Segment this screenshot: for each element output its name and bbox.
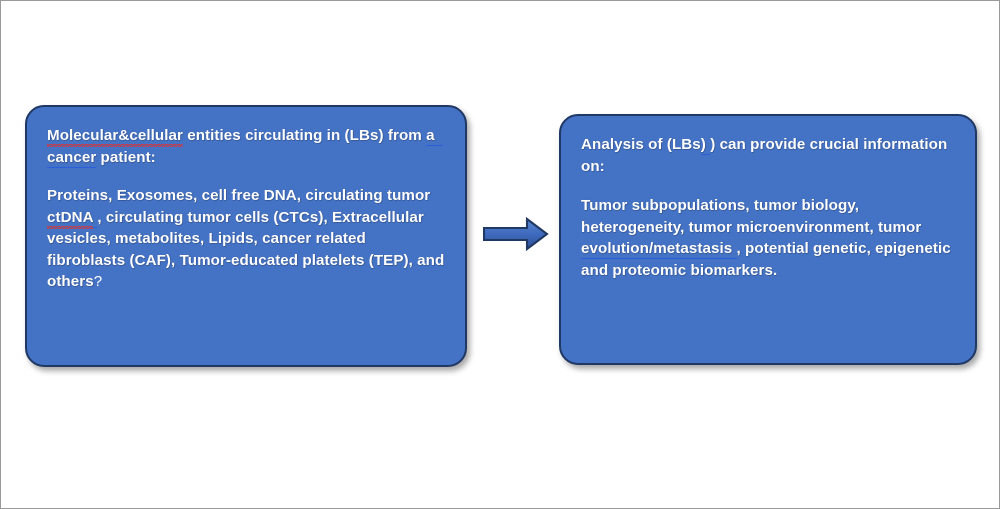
right-body-lead: Tumor subpopulations, tumor biology, het… xyxy=(581,197,926,236)
left-callout-box[interactable]: Molecular&cellular entities circulating … xyxy=(25,105,467,367)
spellcheck-ctdna: ctDNA xyxy=(47,208,94,229)
grammarcheck-lbs-paren: ) xyxy=(700,136,711,155)
grammarcheck-a-cancer: a cancer xyxy=(47,127,444,168)
right-body-rest: , potential genetic, epigenetic and prot… xyxy=(581,240,956,279)
left-box-body: Proteins, Exosomes, cell free DNA, circu… xyxy=(47,185,445,293)
right-box-heading: Analysis of (LBs) ) can provide crucial … xyxy=(581,134,955,177)
right-block-arrow-icon xyxy=(483,216,549,252)
right-callout-box[interactable]: Analysis of (LBs) ) can provide crucial … xyxy=(559,114,977,365)
right-heading-tail: ) can provide crucial information on: xyxy=(581,136,952,175)
right-box-body: Tumor subpopulations, tumor biology, het… xyxy=(581,195,955,281)
left-body-rest: , circulating tumor cells (CTCs), Extrac… xyxy=(47,208,449,291)
left-body-question-mark: ? xyxy=(93,273,103,291)
grammarcheck-evolution-metastasis: evolution/metastasis xyxy=(581,240,737,260)
spellcheck-molecular-cellular: Molecular&cellular xyxy=(47,127,183,147)
left-heading-mid: entities circulating in (LBs) from xyxy=(182,127,427,144)
right-heading-lead: Analysis of (LBs xyxy=(581,136,701,153)
left-box-heading: Molecular&cellular entities circulating … xyxy=(47,125,445,168)
left-heading-tail: patient: xyxy=(96,148,156,166)
left-body-lead: Proteins, Exosomes, cell free DNA, circu… xyxy=(47,187,435,205)
